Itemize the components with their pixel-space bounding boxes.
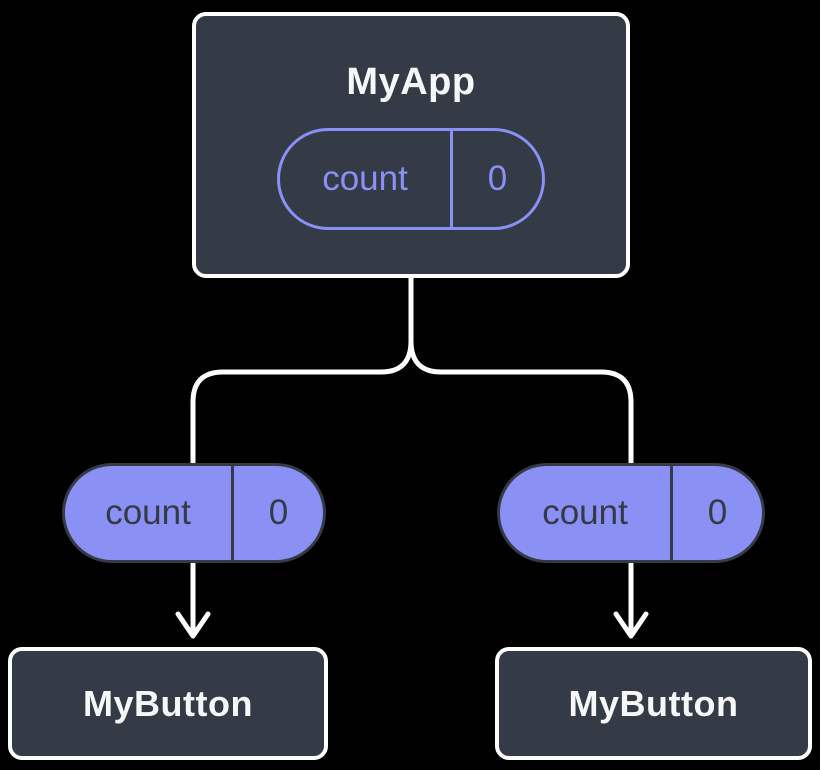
arrow-head-left-icon: [175, 611, 211, 639]
prop-name: count: [105, 493, 191, 532]
node-title: MyApp: [346, 60, 476, 103]
myapp-node: MyApp count 0: [192, 12, 630, 278]
mybutton-node-left: MyButton: [8, 647, 328, 760]
state-value: 0: [450, 130, 542, 227]
prop-pill-right: count 0: [497, 463, 765, 563]
node-title: MyButton: [568, 682, 739, 724]
connector-branch-right: [408, 338, 634, 469]
state-name: count: [322, 158, 408, 198]
node-title: MyButton: [83, 682, 253, 724]
prop-value: 0: [231, 466, 323, 560]
prop-value: 0: [670, 466, 762, 560]
state-pill: count 0: [277, 127, 545, 230]
arrow-head-right-icon: [613, 611, 649, 639]
mybutton-node-right: MyButton: [495, 647, 812, 760]
prop-pill-left: count 0: [62, 463, 326, 563]
connector-branch-left: [190, 338, 414, 469]
prop-name: count: [542, 493, 628, 532]
